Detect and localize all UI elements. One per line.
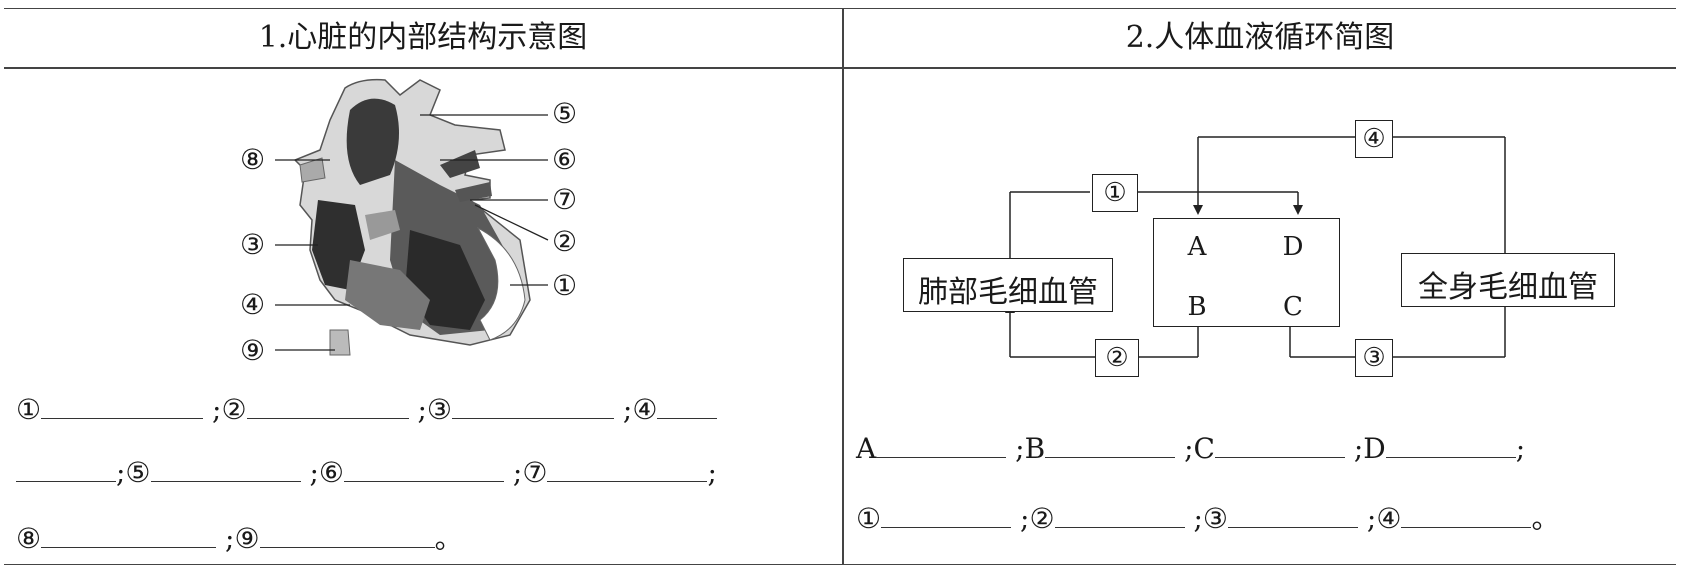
chamber-b: B [1187, 292, 1207, 322]
answer-blank-m2[interactable] [1054, 505, 1185, 528]
arrowhead-into-a [1193, 205, 1203, 215]
chamber-c: C [1283, 292, 1303, 322]
prompt-7: ;⑦ [512, 456, 548, 489]
prompt-2: ;② [212, 393, 247, 426]
chamber-a: A [1187, 232, 1207, 262]
lung-capillaries-box: 肺部毛细血管 [903, 258, 1113, 312]
answer-blank-2[interactable] [246, 396, 409, 419]
worksheet: 1.心脏的内部结构示意图 2.人体血液循环简图 [4, 8, 1676, 565]
heart-label-8: ⑧ [240, 143, 266, 176]
arrowhead-into-d [1293, 205, 1303, 215]
answer-blank-3[interactable] [452, 396, 615, 419]
answer-blank-6[interactable] [344, 459, 504, 482]
heart-answer-row-3: ⑧ ;⑨ 。 [16, 517, 463, 557]
marker-box-1: ① [1092, 174, 1138, 212]
panel-divider [842, 9, 844, 564]
answer-blank-d[interactable] [1385, 435, 1516, 458]
prompt-m1: ① [856, 502, 882, 535]
chamber-d: D [1282, 232, 1304, 262]
prompt-5: ;⑤ [116, 456, 151, 489]
heart-label-6: ⑥ [552, 143, 578, 176]
header-divider [4, 67, 1676, 69]
heart-label-1: ① [552, 269, 578, 302]
answer-blank-m4[interactable] [1401, 505, 1532, 528]
answer-blank-5[interactable] [150, 459, 301, 482]
prompt-m3: ;③ [1193, 502, 1229, 535]
marker-4: ④ [1362, 124, 1386, 154]
heart-label-5: ⑤ [552, 97, 578, 130]
heart-answer-row-1: ① ;② ;③ ;④ [16, 393, 718, 426]
answer-blank-c[interactable] [1214, 435, 1345, 458]
answer-blank-4b[interactable] [16, 459, 116, 482]
prompt-6: ;⑥ [309, 456, 344, 489]
prompt-d-end: ; [1515, 432, 1526, 465]
circulation-answer-row-2: ① ;② ;③ ;④ 。 [856, 497, 1559, 537]
answer-blank-8[interactable] [41, 525, 217, 548]
heart-chambers-box [1153, 218, 1340, 327]
prompt-c: ;C [1184, 432, 1215, 465]
prompt-a: A [856, 432, 877, 465]
heart-label-4: ④ [240, 288, 266, 321]
prompt-row3-end: 。 [434, 522, 463, 555]
heart-label-2: ② [552, 225, 578, 258]
answer-blank-4a[interactable] [657, 396, 718, 419]
prompt-m4-end: 。 [1531, 502, 1560, 535]
prompt-m2: ;② [1020, 502, 1055, 535]
body-capillaries-box: 全身毛细血管 [1401, 253, 1615, 307]
prompt-8: ⑧ [16, 522, 42, 555]
circulation-answer-row-1: A ;B ;C ;D; [856, 432, 1525, 465]
heart-label-3: ③ [240, 228, 266, 261]
heart-label-9: ⑨ [240, 334, 266, 367]
marker-3: ③ [1362, 343, 1386, 373]
marker-1: ① [1103, 178, 1127, 208]
right-panel-title: 2.人体血液循环简图 [1125, 20, 1395, 55]
prompt-4: ;④ [622, 393, 658, 426]
marker-box-4: ④ [1355, 120, 1393, 158]
heart-label-7: ⑦ [552, 183, 578, 216]
answer-blank-9[interactable] [259, 525, 435, 548]
body-capillaries-label: 全身毛细血管 [1418, 270, 1598, 305]
lung-capillaries-label: 肺部毛细血管 [918, 275, 1098, 310]
heart-illustration [293, 78, 531, 356]
heart-answer-row-2: ;⑤ ;⑥ ;⑦; [16, 456, 717, 489]
marker-2: ② [1105, 343, 1129, 373]
prompt-3: ;③ [417, 393, 453, 426]
answer-blank-1[interactable] [41, 396, 204, 419]
prompt-b: ;B [1015, 432, 1046, 465]
marker-box-2: ② [1095, 339, 1139, 377]
prompt-m4: ;④ [1366, 502, 1402, 535]
prompt-row2-end: ; [707, 456, 717, 489]
prompt-9: ;⑨ [225, 522, 260, 555]
answer-blank-m3[interactable] [1228, 505, 1359, 528]
left-panel-title: 1.心脏的内部结构示意图 [258, 20, 588, 55]
answer-blank-a[interactable] [876, 435, 1007, 458]
leader-2 [474, 204, 549, 241]
prompt-d: ;D [1353, 432, 1386, 465]
heart-leader-lines [275, 114, 549, 351]
marker-box-3: ③ [1355, 339, 1393, 377]
answer-blank-b[interactable] [1045, 435, 1176, 458]
answer-blank-7[interactable] [547, 459, 708, 482]
prompt-1: ① [16, 393, 42, 426]
answer-blank-m1[interactable] [881, 505, 1012, 528]
